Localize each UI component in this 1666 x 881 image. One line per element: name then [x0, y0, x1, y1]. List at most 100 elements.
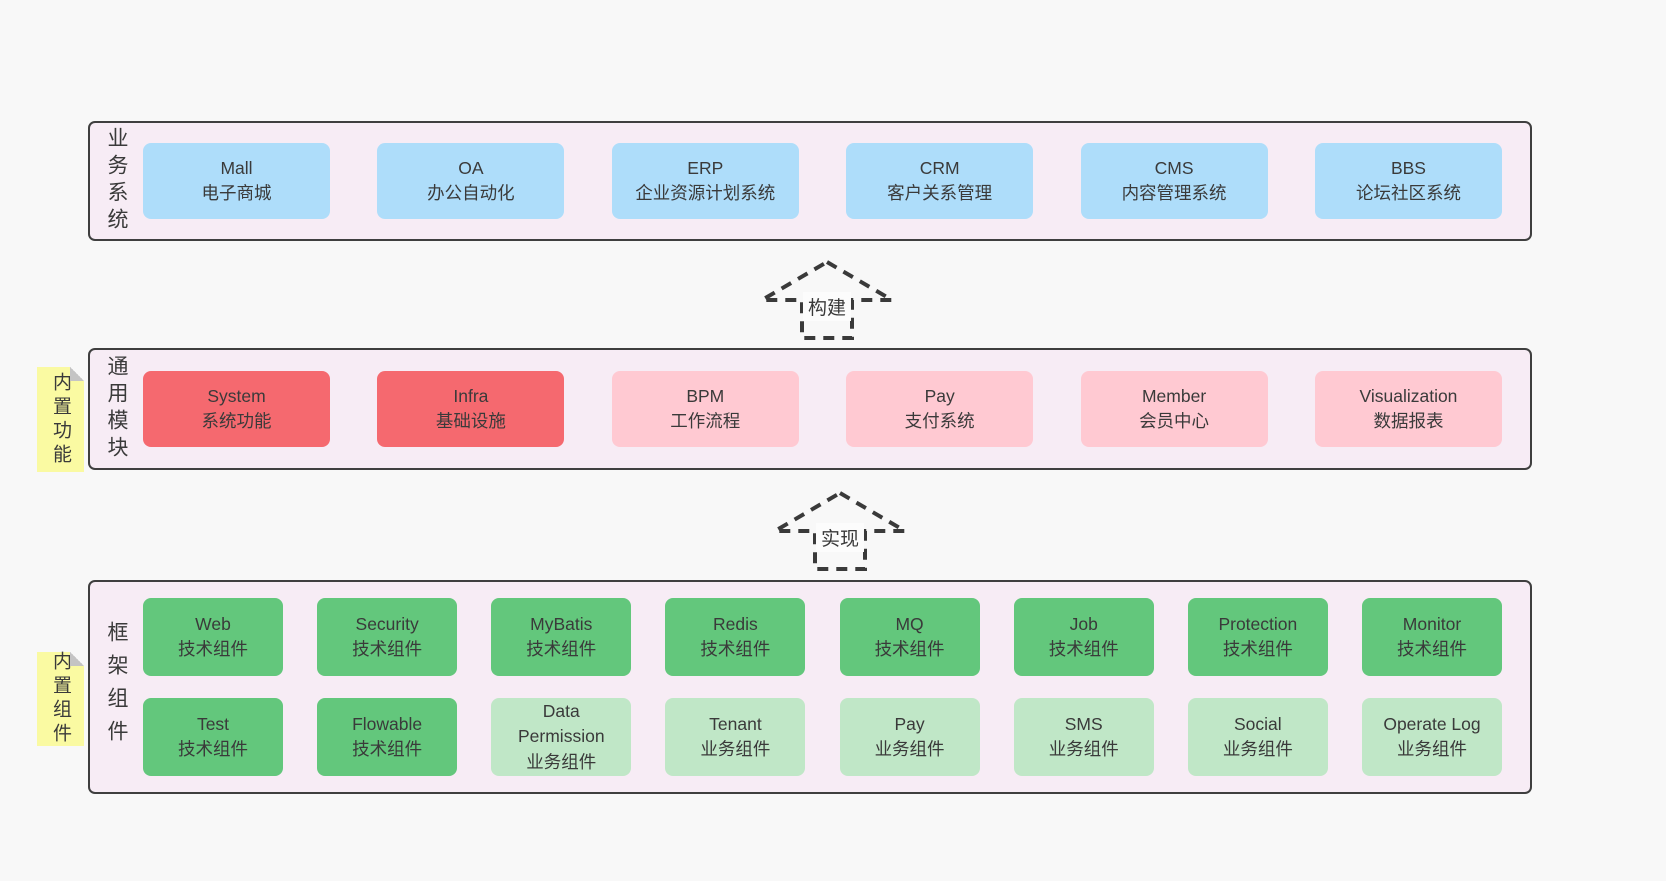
sticky-note-label: 内置功能 [50, 371, 71, 468]
module-desc: 企业资源计划系统 [635, 183, 776, 203]
build-arrow: 构建 [757, 256, 897, 342]
folded-corner-icon [70, 367, 84, 381]
folded-corner-icon [70, 652, 84, 666]
module-box-test: Test 技术组件 [143, 698, 283, 776]
module-desc: 数据报表 [1373, 411, 1444, 431]
module-desc: 客户关系管理 [887, 183, 993, 203]
module-name: Redis [713, 613, 758, 634]
module-name: Social [1234, 713, 1282, 734]
module-desc: 技术组件 [874, 639, 945, 659]
sticky-note-built-in-components: 内置组件 [37, 651, 84, 747]
module-box-tenant: Tenant 业务组件 [665, 698, 806, 776]
build-arrow-label: 构建 [802, 292, 852, 321]
module-box-protection: Protection 技术组件 [1187, 598, 1328, 676]
module-name: SMS [1064, 713, 1103, 734]
module-desc: 业务组件 [526, 751, 597, 772]
sticky-note-label: 内置组件 [50, 651, 71, 747]
module-name: ERP [687, 157, 724, 178]
module-name: Pay [924, 385, 955, 406]
module-name: BBS [1390, 157, 1426, 178]
module-box-crm: CRM 客户关系管理 [846, 143, 1034, 219]
module-name: BPM [686, 385, 725, 406]
sticky-note-built-in-features: 内置功能 [37, 367, 84, 472]
module-desc: 技术组件 [1222, 639, 1293, 659]
module-box-redis: Redis 技术组件 [665, 598, 806, 676]
module-box-job: Job 技术组件 [1013, 598, 1154, 676]
module-desc: 业务组件 [1222, 739, 1293, 759]
module-desc: 业务组件 [1048, 739, 1119, 759]
module-box-oa: OA 办公自动化 [377, 143, 565, 219]
module-desc: 内容管理系统 [1121, 183, 1227, 203]
module-box-social: Social 业务组件 [1187, 698, 1328, 776]
module-name: Mall [220, 157, 253, 178]
module-name: Pay [894, 713, 925, 734]
implement-arrow-label: 实现 [815, 523, 865, 552]
module-desc: 论坛社区系统 [1355, 183, 1461, 203]
module-box-erp: ERP 企业资源计划系统 [611, 143, 799, 219]
module-box-sms: SMS 业务组件 [1013, 698, 1154, 776]
module-box-visualization: Visualization 数据报表 [1314, 371, 1502, 447]
module-name: Test [196, 713, 230, 734]
up-arrow-icon [770, 490, 910, 571]
module-desc: 技术组件 [178, 739, 248, 759]
module-name: Protection [1218, 613, 1298, 634]
module-desc: 业务组件 [700, 739, 771, 759]
module-box-infra: Infra 基础设施 [377, 371, 565, 447]
module-name: Flowable [352, 713, 423, 734]
module-desc: 基础设施 [435, 411, 506, 431]
module-desc: 系统功能 [201, 411, 272, 431]
module-desc: 技术组件 [1048, 639, 1119, 659]
module-box-flowable: Flowable 技术组件 [317, 698, 458, 776]
module-box-data-permission: Data Permission 业务组件 [491, 698, 632, 776]
band-common-modules-label: 通用模块 [105, 355, 128, 463]
module-box-bbs: BBS 论坛社区系统 [1314, 143, 1502, 219]
module-name: CRM [919, 157, 960, 178]
module-desc: 技术组件 [1396, 639, 1467, 659]
module-desc: 工作流程 [670, 411, 741, 431]
module-desc: 技术组件 [700, 639, 771, 659]
module-desc: 技术组件 [352, 639, 423, 659]
module-box-security: Security 技术组件 [317, 598, 458, 676]
module-box-pay: Pay 业务组件 [839, 698, 980, 776]
module-desc: 办公自动化 [427, 183, 515, 203]
module-box-mybatis: MyBatis 技术组件 [491, 598, 632, 676]
module-name: Job [1069, 613, 1098, 634]
module-desc: 支付系统 [904, 411, 975, 431]
module-name: Operate Log [1383, 713, 1481, 734]
module-desc: 业务组件 [874, 739, 945, 759]
module-name: MyBatis [530, 613, 593, 634]
module-box-pay: Pay 支付系统 [846, 371, 1034, 447]
module-box-member: Member 会员中心 [1080, 371, 1268, 447]
module-name: Tenant [709, 713, 762, 734]
module-name: OA [458, 157, 484, 178]
module-name: Member [1141, 385, 1207, 406]
module-desc: 技术组件 [352, 739, 423, 759]
module-box-monitor: Monitor 技术组件 [1361, 598, 1502, 676]
module-name: Data Permission [518, 700, 605, 747]
implement-arrow: 实现 [770, 487, 910, 573]
module-name: Monitor [1402, 613, 1462, 634]
module-name: Web [195, 613, 231, 634]
module-name: Security [355, 613, 419, 634]
module-box-bpm: BPM 工作流程 [611, 371, 799, 447]
band-framework-components-label: 框架组件 [105, 621, 128, 753]
module-desc: 会员中心 [1139, 411, 1210, 431]
module-name: Infra [453, 385, 489, 406]
module-desc: 技术组件 [526, 639, 597, 659]
module-name: Visualization [1359, 385, 1458, 406]
